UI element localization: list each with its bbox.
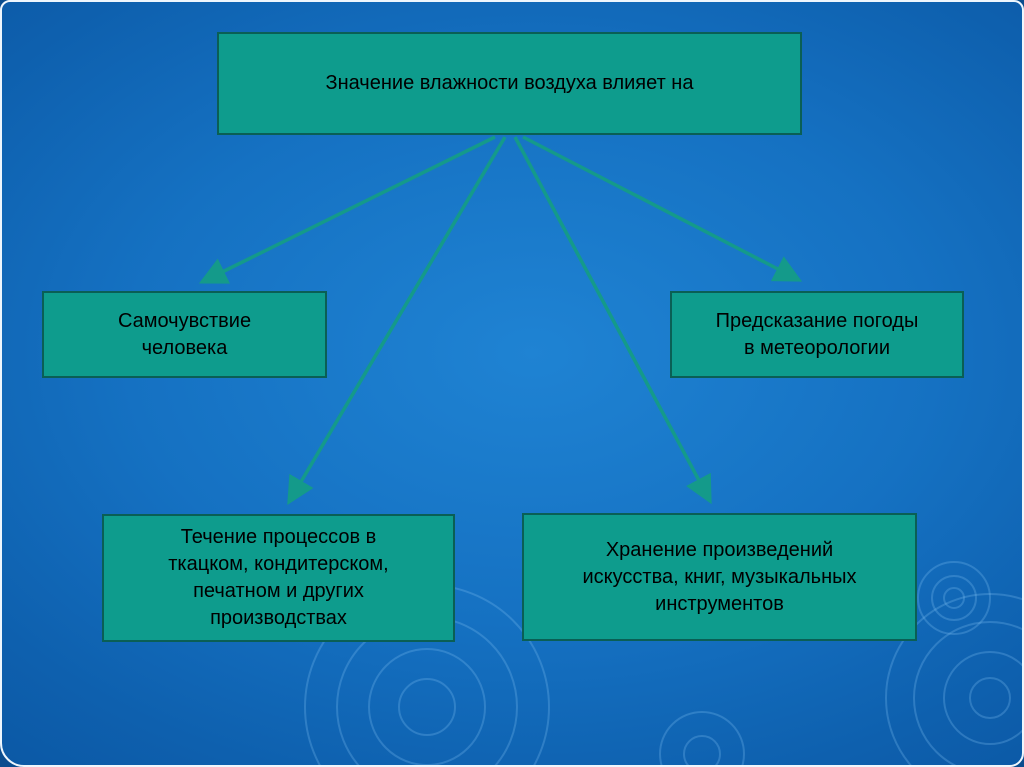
node-storage: Хранение произведений искусства, книг, м…: [522, 513, 917, 641]
arrow-to-weather: [522, 135, 803, 282]
root-node: Значение влажности воздуха влияет на: [217, 32, 802, 135]
arrow-to-wellbeing: [198, 135, 496, 284]
node-weather: Предсказание погоды в метеорологии: [670, 291, 964, 378]
node-industry: Течение процессов в ткацком, кондитерско…: [102, 514, 455, 642]
node-wellbeing: Самочувствие человека: [42, 291, 327, 378]
